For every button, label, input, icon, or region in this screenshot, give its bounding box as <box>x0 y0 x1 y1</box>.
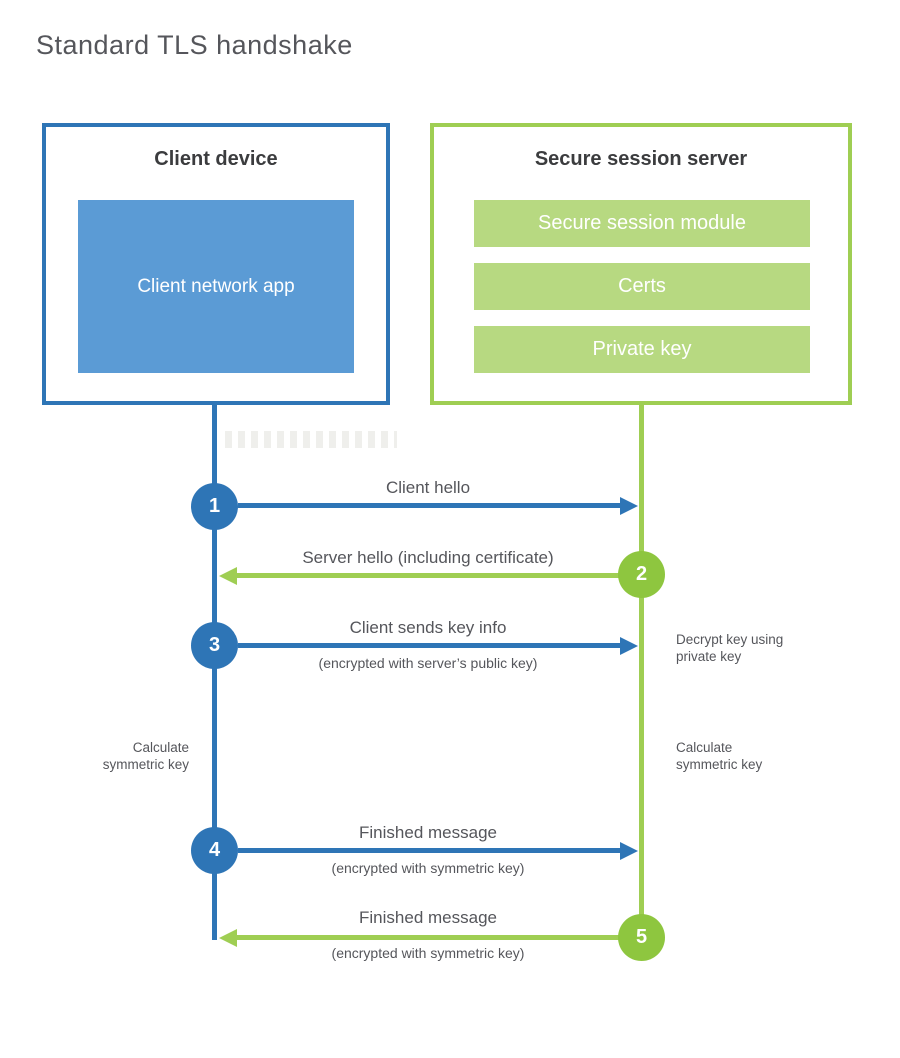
arrow-finished-client <box>238 848 620 853</box>
client-lifeline <box>212 405 217 940</box>
message-label-finished-server: Finished message <box>359 908 497 927</box>
arrowhead-left-icon <box>219 567 237 585</box>
step-badge-2: 2 <box>618 551 665 598</box>
message-label-client-hello: Client hello <box>385 478 471 497</box>
server-component-secure-session-module: Secure session module <box>474 200 810 247</box>
client-device-title: Client device <box>154 148 278 170</box>
message-label-server-hello: Server hello (including certificate) <box>302 548 554 567</box>
server-component-label: Secure session module <box>538 212 746 234</box>
server-component-certs: Certs <box>474 263 810 310</box>
message-sublabel-finished-server: (encrypted with symmetric key) <box>331 945 525 961</box>
server-component-label: Certs <box>618 275 666 297</box>
client-network-app-label: Client network app <box>137 275 295 297</box>
note-decrypt-key: Decrypt key using private key <box>676 632 784 665</box>
message-label-finished-client: Finished message <box>359 823 497 842</box>
client-network-app-block: Client network app <box>78 200 354 373</box>
arrowhead-right-icon <box>620 497 638 515</box>
server-component-private-key: Private key <box>474 326 810 373</box>
message-sublabel-client-key-info: (encrypted with server’s public key) <box>318 655 538 671</box>
step-badge-3: 3 <box>191 622 238 669</box>
message-label-client-key-info: Client sends key info <box>349 618 507 637</box>
arrowhead-right-icon <box>620 842 638 860</box>
step-badge-5: 5 <box>618 914 665 961</box>
message-sublabel-finished-client: (encrypted with symmetric key) <box>331 860 525 876</box>
server-lifeline <box>639 405 644 938</box>
step-badge-4: 4 <box>191 827 238 874</box>
step-badge-1: 1 <box>191 483 238 530</box>
faint-ghost-marks <box>225 431 397 448</box>
arrow-client-key-info <box>238 643 620 648</box>
arrow-server-hello <box>237 573 620 578</box>
page-title: Standard TLS handshake <box>36 30 353 60</box>
arrow-client-hello <box>238 503 620 508</box>
arrowhead-right-icon <box>620 637 638 655</box>
note-calculate-symmetric-key-server: Calculate symmetric key <box>676 740 763 773</box>
note-calculate-symmetric-key-client: Calculate symmetric key <box>102 740 189 773</box>
secure-session-server-title: Secure session server <box>534 148 748 170</box>
arrow-finished-server <box>237 935 620 940</box>
arrowhead-left-icon <box>219 929 237 947</box>
server-component-label: Private key <box>592 338 692 360</box>
